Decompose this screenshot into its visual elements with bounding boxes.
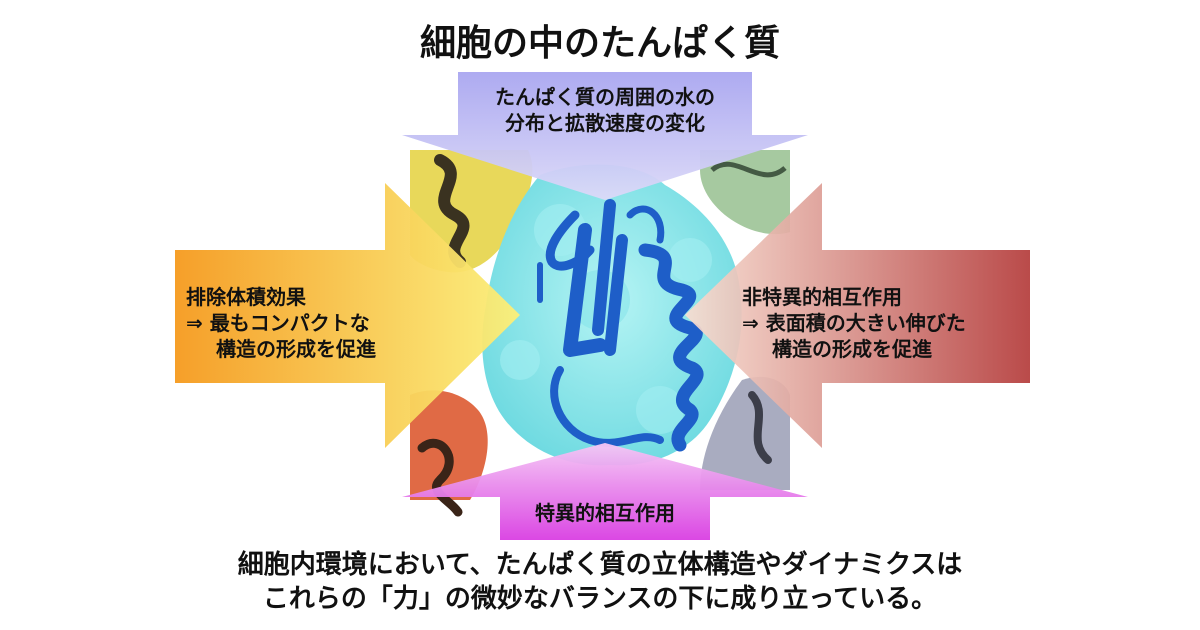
right-arrow-label: 非特異的相互作用 ⇒ 表面積の大きい伸びた 構造の形成を促進	[742, 284, 1042, 362]
left-force-arrow	[175, 183, 520, 448]
neighbor-protein-green	[700, 150, 790, 235]
left-arrow-line-3: 構造の形成を促進	[216, 337, 376, 361]
top-arrow-label: たんぱく質の周囲の水の 分布と拡散速度の変化	[470, 84, 740, 136]
diagram-title: 細胞の中のたんぱく質	[419, 23, 780, 64]
right-force-arrow	[685, 183, 1030, 448]
caption-line-2: これらの「力」の微妙なバランスの下に成り立っている。	[262, 584, 938, 614]
neighbor-protein-orange	[410, 390, 488, 517]
left-arrow-line-1: 排除体積効果	[186, 285, 306, 309]
neighbor-protein-gray	[700, 376, 790, 490]
top-arrow-line-1: たんぱく質の周囲の水の	[495, 85, 715, 109]
caption-line-1: 細胞内環境において、たんぱく質の立体構造やダイナミクスは	[237, 550, 963, 580]
top-arrow-line-2: 分布と拡散速度の変化	[505, 111, 705, 135]
diagram-caption: 細胞内環境において、たんぱく質の立体構造やダイナミクスは これらの「力」の微妙な…	[0, 548, 1200, 616]
right-arrow-line-1: 非特異的相互作用	[742, 285, 902, 309]
protein-ribbon	[537, 199, 704, 452]
bottom-force-arrow	[402, 443, 808, 540]
left-arrow-line-2: ⇒ 最もコンパクトな	[186, 311, 370, 335]
bottom-arrow-line-1: 特異的相互作用	[535, 501, 675, 525]
top-force-arrow	[402, 72, 808, 200]
right-arrow-line-3: 構造の形成を促進	[772, 337, 932, 361]
bottom-arrow-label: 特異的相互作用	[505, 500, 705, 526]
right-arrow-line-2: ⇒ 表面積の大きい伸びた	[742, 311, 966, 335]
left-arrow-label: 排除体積効果 ⇒ 最もコンパクトな 構造の形成を促進	[186, 284, 486, 362]
